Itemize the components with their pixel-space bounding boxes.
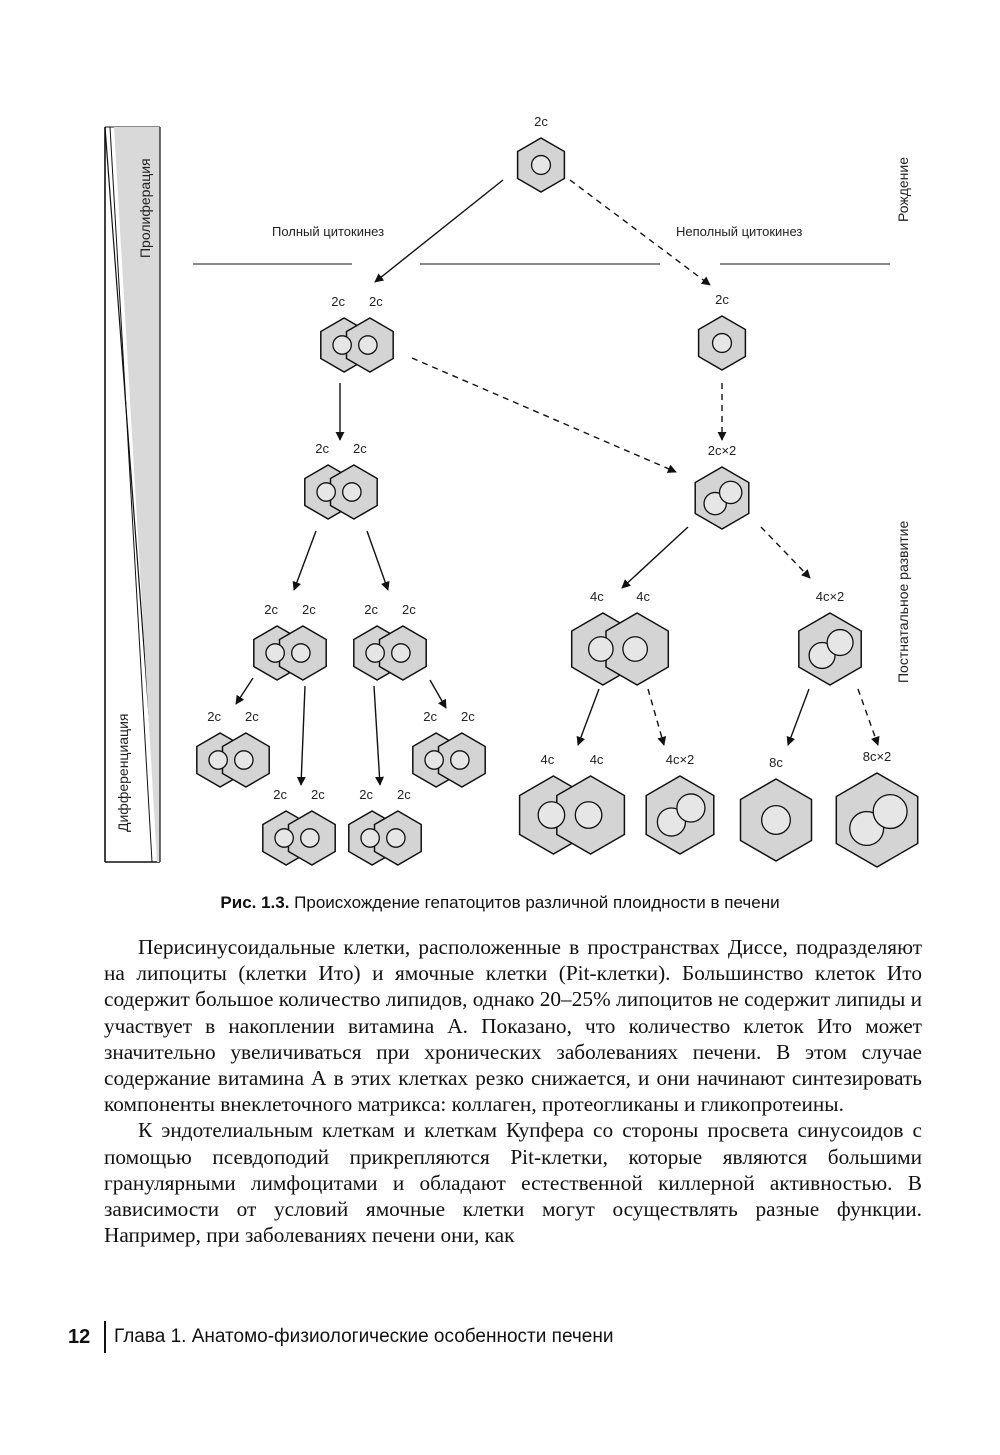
paragraph: К эндотелиальным клеткам и клеткам Купфе… xyxy=(104,1118,922,1248)
nucleus xyxy=(761,805,792,836)
ploidy-label: 4c×2 xyxy=(816,589,845,604)
ploidy-label: 4c xyxy=(590,752,604,767)
nucleus xyxy=(360,828,380,848)
nucleus xyxy=(676,793,706,823)
nucleus xyxy=(265,643,285,663)
nucleus xyxy=(587,636,614,662)
ploidy-label: 4c xyxy=(590,589,604,604)
ploidy-label: 2c xyxy=(207,709,221,724)
wedge-bar xyxy=(104,126,161,863)
paragraph: Перисинусоидальные клетки, расположенные… xyxy=(104,935,923,1117)
running-header: Глава 1. Анатомо-физиологические особенн… xyxy=(114,1326,614,1347)
ploidy-label: 2c xyxy=(264,602,278,617)
cell-single: 8c xyxy=(739,755,813,862)
page-number: 12 xyxy=(68,1325,91,1348)
nucleus xyxy=(424,750,444,770)
label-birth: Рождение xyxy=(895,157,911,222)
page-footer: 12 Глава 1. Анатомо-физиологические особ… xyxy=(68,1321,613,1353)
nucleus xyxy=(711,332,733,354)
nucleus xyxy=(316,482,336,502)
body-text: Перисинусоидальные клетки, расположенные… xyxy=(104,934,922,1248)
ploidy-label: 4c xyxy=(541,752,555,767)
cell-double: 2c 2c xyxy=(262,787,336,866)
nucleus xyxy=(234,750,254,770)
nucleus xyxy=(342,482,362,502)
cell-binucleate: 4c×2 xyxy=(645,752,715,855)
ploidy-label: 2c xyxy=(397,787,411,802)
nucleus xyxy=(450,750,470,770)
cell-double: 2c 2c xyxy=(320,294,394,373)
ploidy-label: 2c×2 xyxy=(708,443,737,458)
cell-double: 2c 2c xyxy=(196,709,270,788)
cell-double: 2c 2c xyxy=(304,441,378,520)
cell-double: 2c 2c xyxy=(412,709,486,788)
ploidy-label: 2c xyxy=(315,441,329,456)
caption-number: Рис. 1.3. xyxy=(220,893,290,912)
nucleus xyxy=(872,793,908,830)
cell-single: 2c xyxy=(697,292,747,371)
ploidy-diagram: Пролиферация Дифференциация Рождение Пос… xyxy=(104,114,919,868)
ploidy-label: 2c xyxy=(353,441,367,456)
ploidy-label: 2c xyxy=(331,294,345,309)
nucleus xyxy=(574,801,603,829)
ploidy-label: 2c xyxy=(402,602,416,617)
nucleus xyxy=(537,801,566,829)
ploidy-label: 2c xyxy=(369,294,383,309)
label-full-cytokinesis: Полный цитокинез xyxy=(272,224,384,239)
nucleus xyxy=(208,750,228,770)
caption-text: Происхождение гепатоцитов различной плои… xyxy=(289,893,780,912)
footer-divider xyxy=(104,1321,106,1353)
cell-single: 2c xyxy=(516,114,566,193)
cell-double: 2c 2c xyxy=(253,602,327,681)
ploidy-label: 4c×2 xyxy=(666,752,695,767)
nucleus xyxy=(358,335,378,355)
nucleus xyxy=(332,335,352,355)
ploidy-label: 2c xyxy=(364,602,378,617)
nucleus xyxy=(826,628,854,657)
label-proliferation: Пролиферация xyxy=(137,158,153,258)
ploidy-label: 2c xyxy=(461,709,475,724)
nucleus xyxy=(391,643,411,663)
nucleus xyxy=(300,828,320,848)
cell-double: 2c 2c xyxy=(353,602,427,681)
nucleus xyxy=(530,154,552,176)
ploidy-label: 2c xyxy=(311,787,325,802)
cell-binucleate: 8c×2 xyxy=(835,749,919,868)
ploidy-label: 2c xyxy=(302,602,316,617)
ploidy-label: 2c xyxy=(359,787,373,802)
figure-caption: Рис. 1.3. Происхождение гепатоцитов разл… xyxy=(0,893,1000,913)
nucleus xyxy=(386,828,406,848)
ploidy-label: 2c xyxy=(273,787,287,802)
cell-double: 4c 4c xyxy=(518,752,626,855)
ploidy-label: 2c xyxy=(715,292,729,307)
cell-binucleate: 2c×2 xyxy=(694,443,750,530)
arrows xyxy=(235,179,880,786)
label-postnatal: Постнатальное развитие xyxy=(895,521,911,683)
ploidy-label: 2c xyxy=(245,709,259,724)
nucleus xyxy=(274,828,294,848)
ploidy-label: 2c xyxy=(423,709,437,724)
cell-double: 2c 2c xyxy=(348,787,422,866)
nucleus xyxy=(718,480,743,505)
label-differentiation: Дифференциация xyxy=(115,714,131,832)
ploidy-label: 8c×2 xyxy=(863,749,892,764)
nucleus xyxy=(365,643,385,663)
label-incomplete-cytokinesis: Неполный цитокинез xyxy=(676,224,802,239)
ploidy-label: 4c xyxy=(636,589,650,604)
ploidy-label: 2c xyxy=(534,114,548,129)
ploidy-label: 8c xyxy=(769,755,783,770)
cell-binucleate: 4c×2 xyxy=(798,589,862,686)
nucleus xyxy=(291,643,311,663)
cell-double: 4c 4c xyxy=(570,589,670,686)
nucleus xyxy=(622,636,649,662)
